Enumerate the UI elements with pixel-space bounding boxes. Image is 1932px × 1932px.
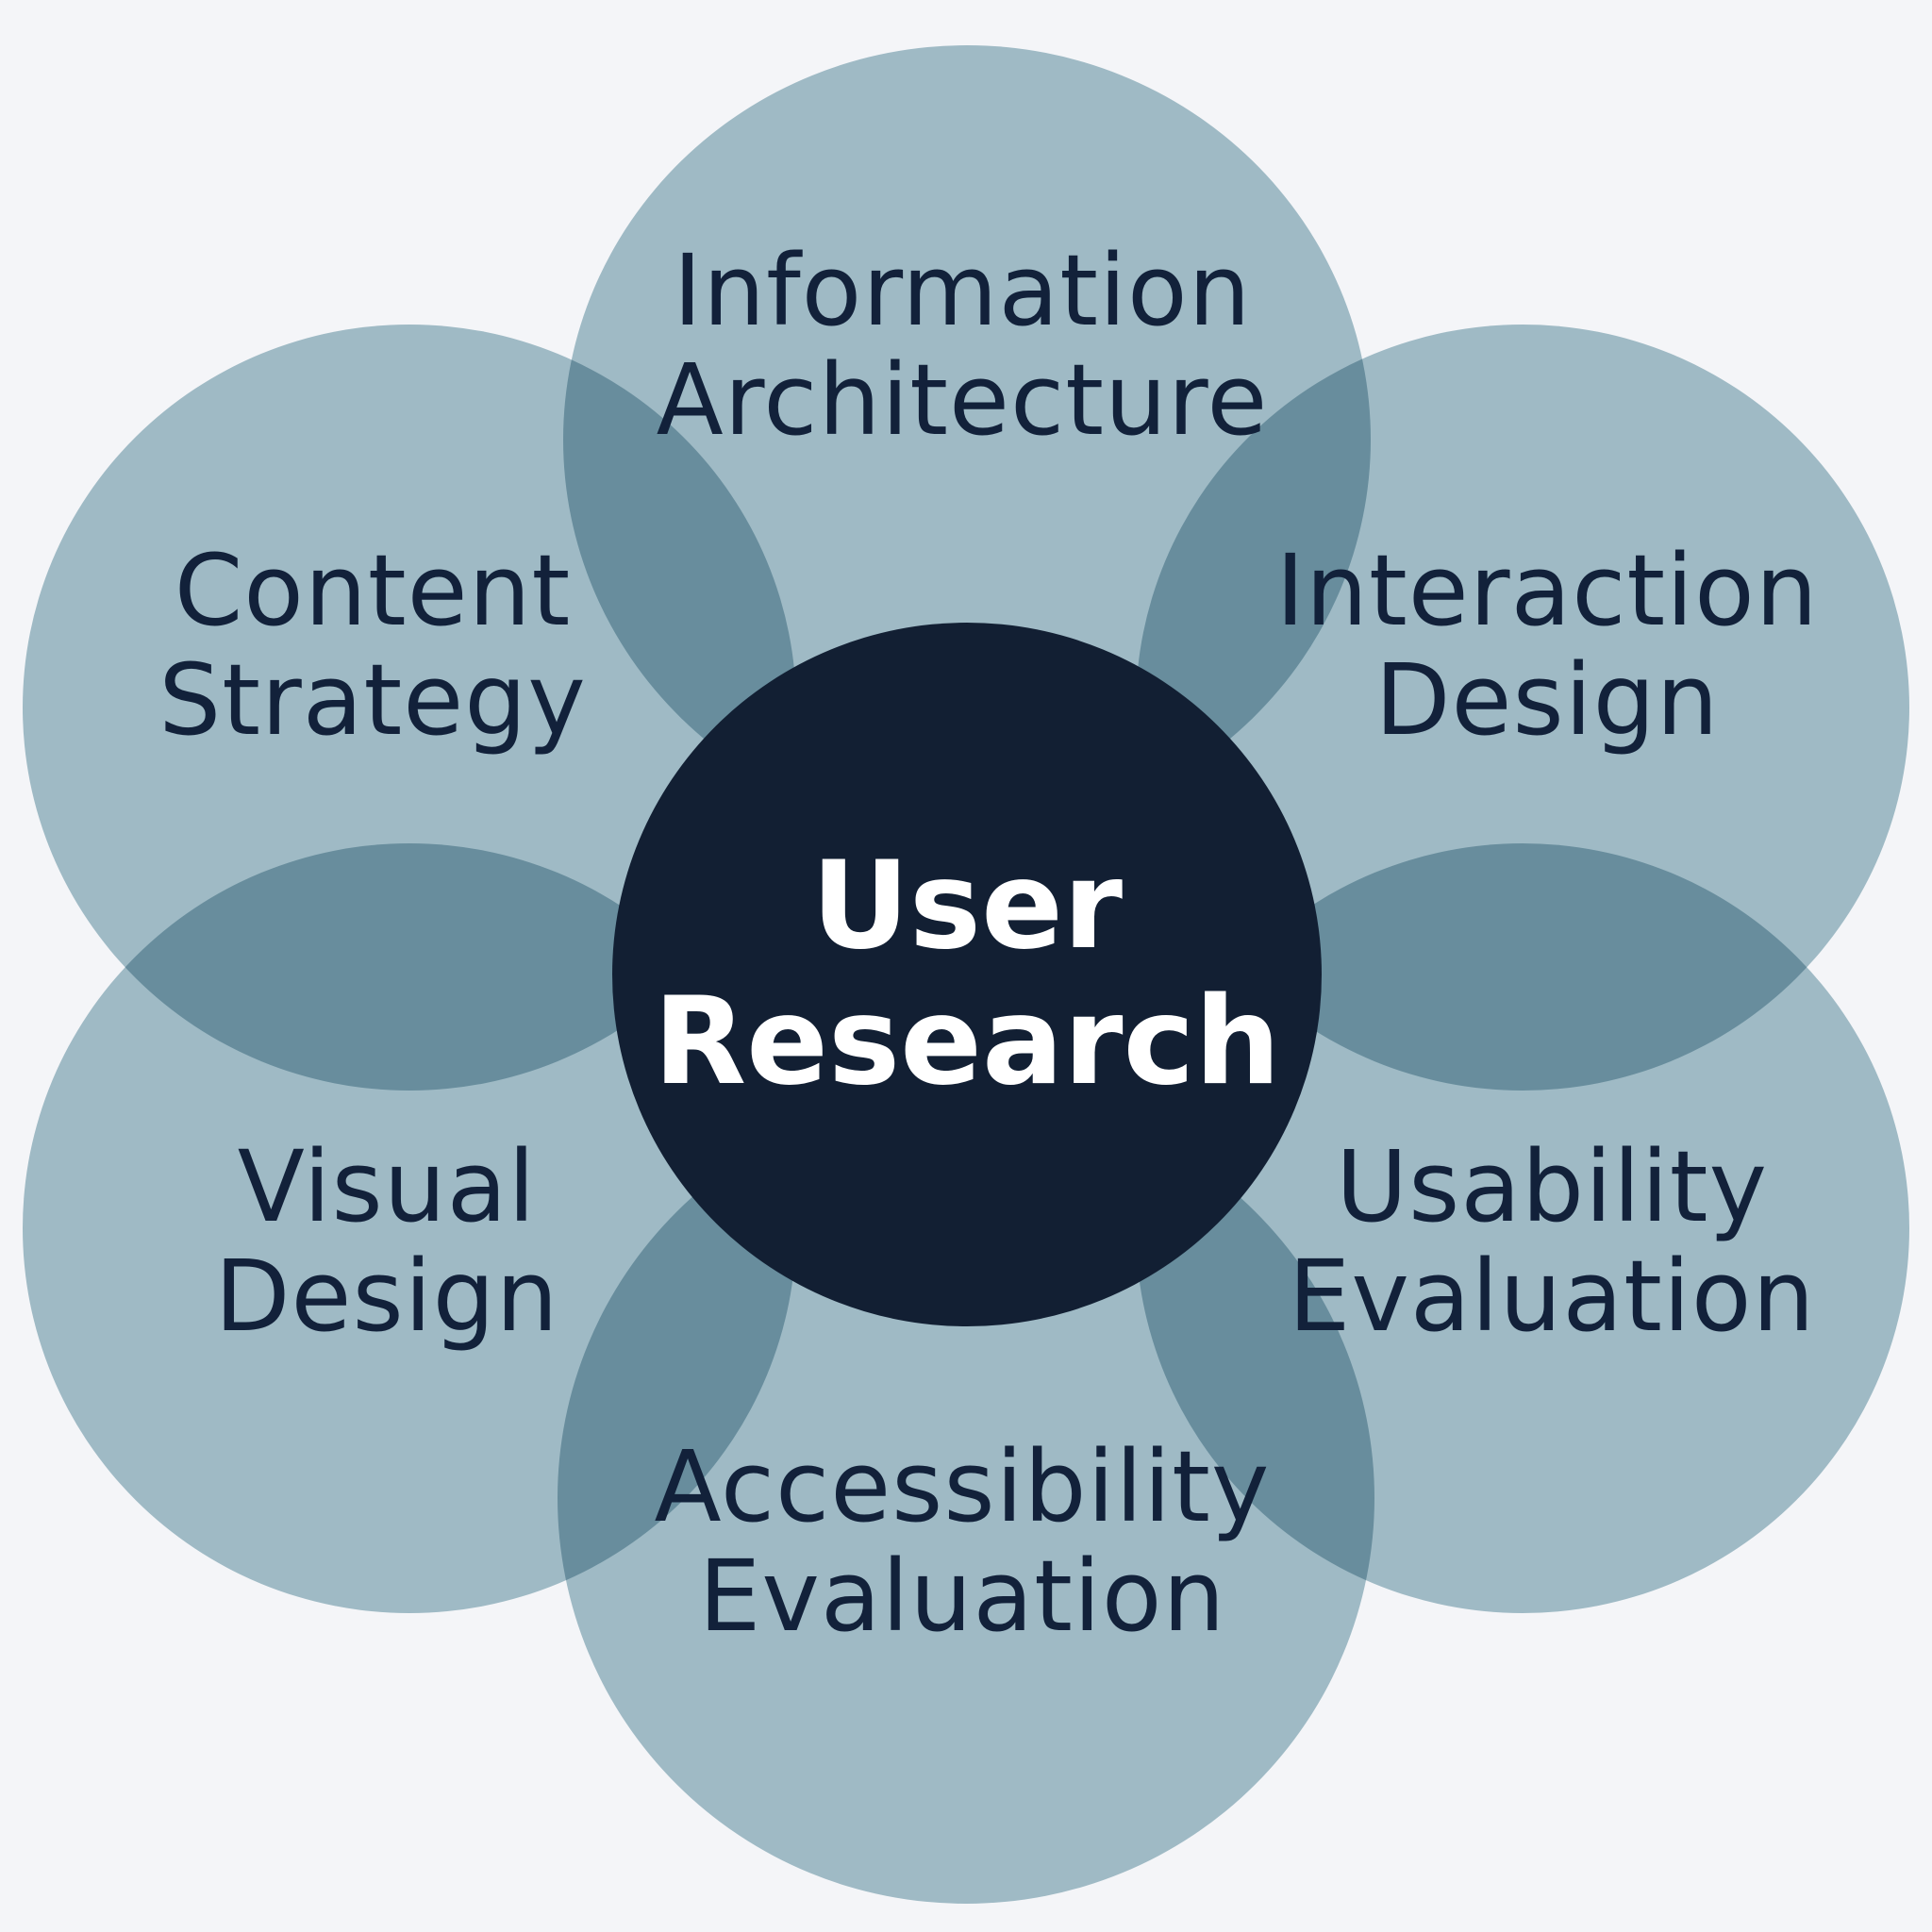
label-line: Design: [214, 1239, 559, 1354]
label-line: Design: [1374, 642, 1720, 758]
label-information-architecture: Information Architecture: [585, 236, 1340, 455]
center-line: Research: [653, 972, 1281, 1112]
center-user-research: User Research: [612, 623, 1322, 1326]
label-line: Information: [673, 233, 1252, 348]
label-line: Evaluation: [698, 1539, 1226, 1654]
label-accessibility-evaluation: Accessibility Evaluation: [585, 1432, 1340, 1651]
label-visual-design: Visual Design: [104, 1132, 670, 1351]
label-line: Accessibility: [654, 1429, 1271, 1544]
label-content-strategy: Content Strategy: [90, 536, 656, 755]
label-line: Usability: [1335, 1129, 1769, 1244]
label-line: Architecture: [656, 342, 1269, 458]
label-interaction-design: Interaction Design: [1264, 536, 1830, 755]
label-usability-evaluation: Usability Evaluation: [1269, 1132, 1835, 1351]
label-line: Content: [174, 533, 572, 648]
label-line: Visual: [237, 1129, 537, 1244]
label-line: Strategy: [158, 642, 587, 758]
label-line: Interaction: [1275, 533, 1819, 648]
center-line: User: [810, 836, 1124, 976]
label-line: Evaluation: [1288, 1239, 1816, 1354]
